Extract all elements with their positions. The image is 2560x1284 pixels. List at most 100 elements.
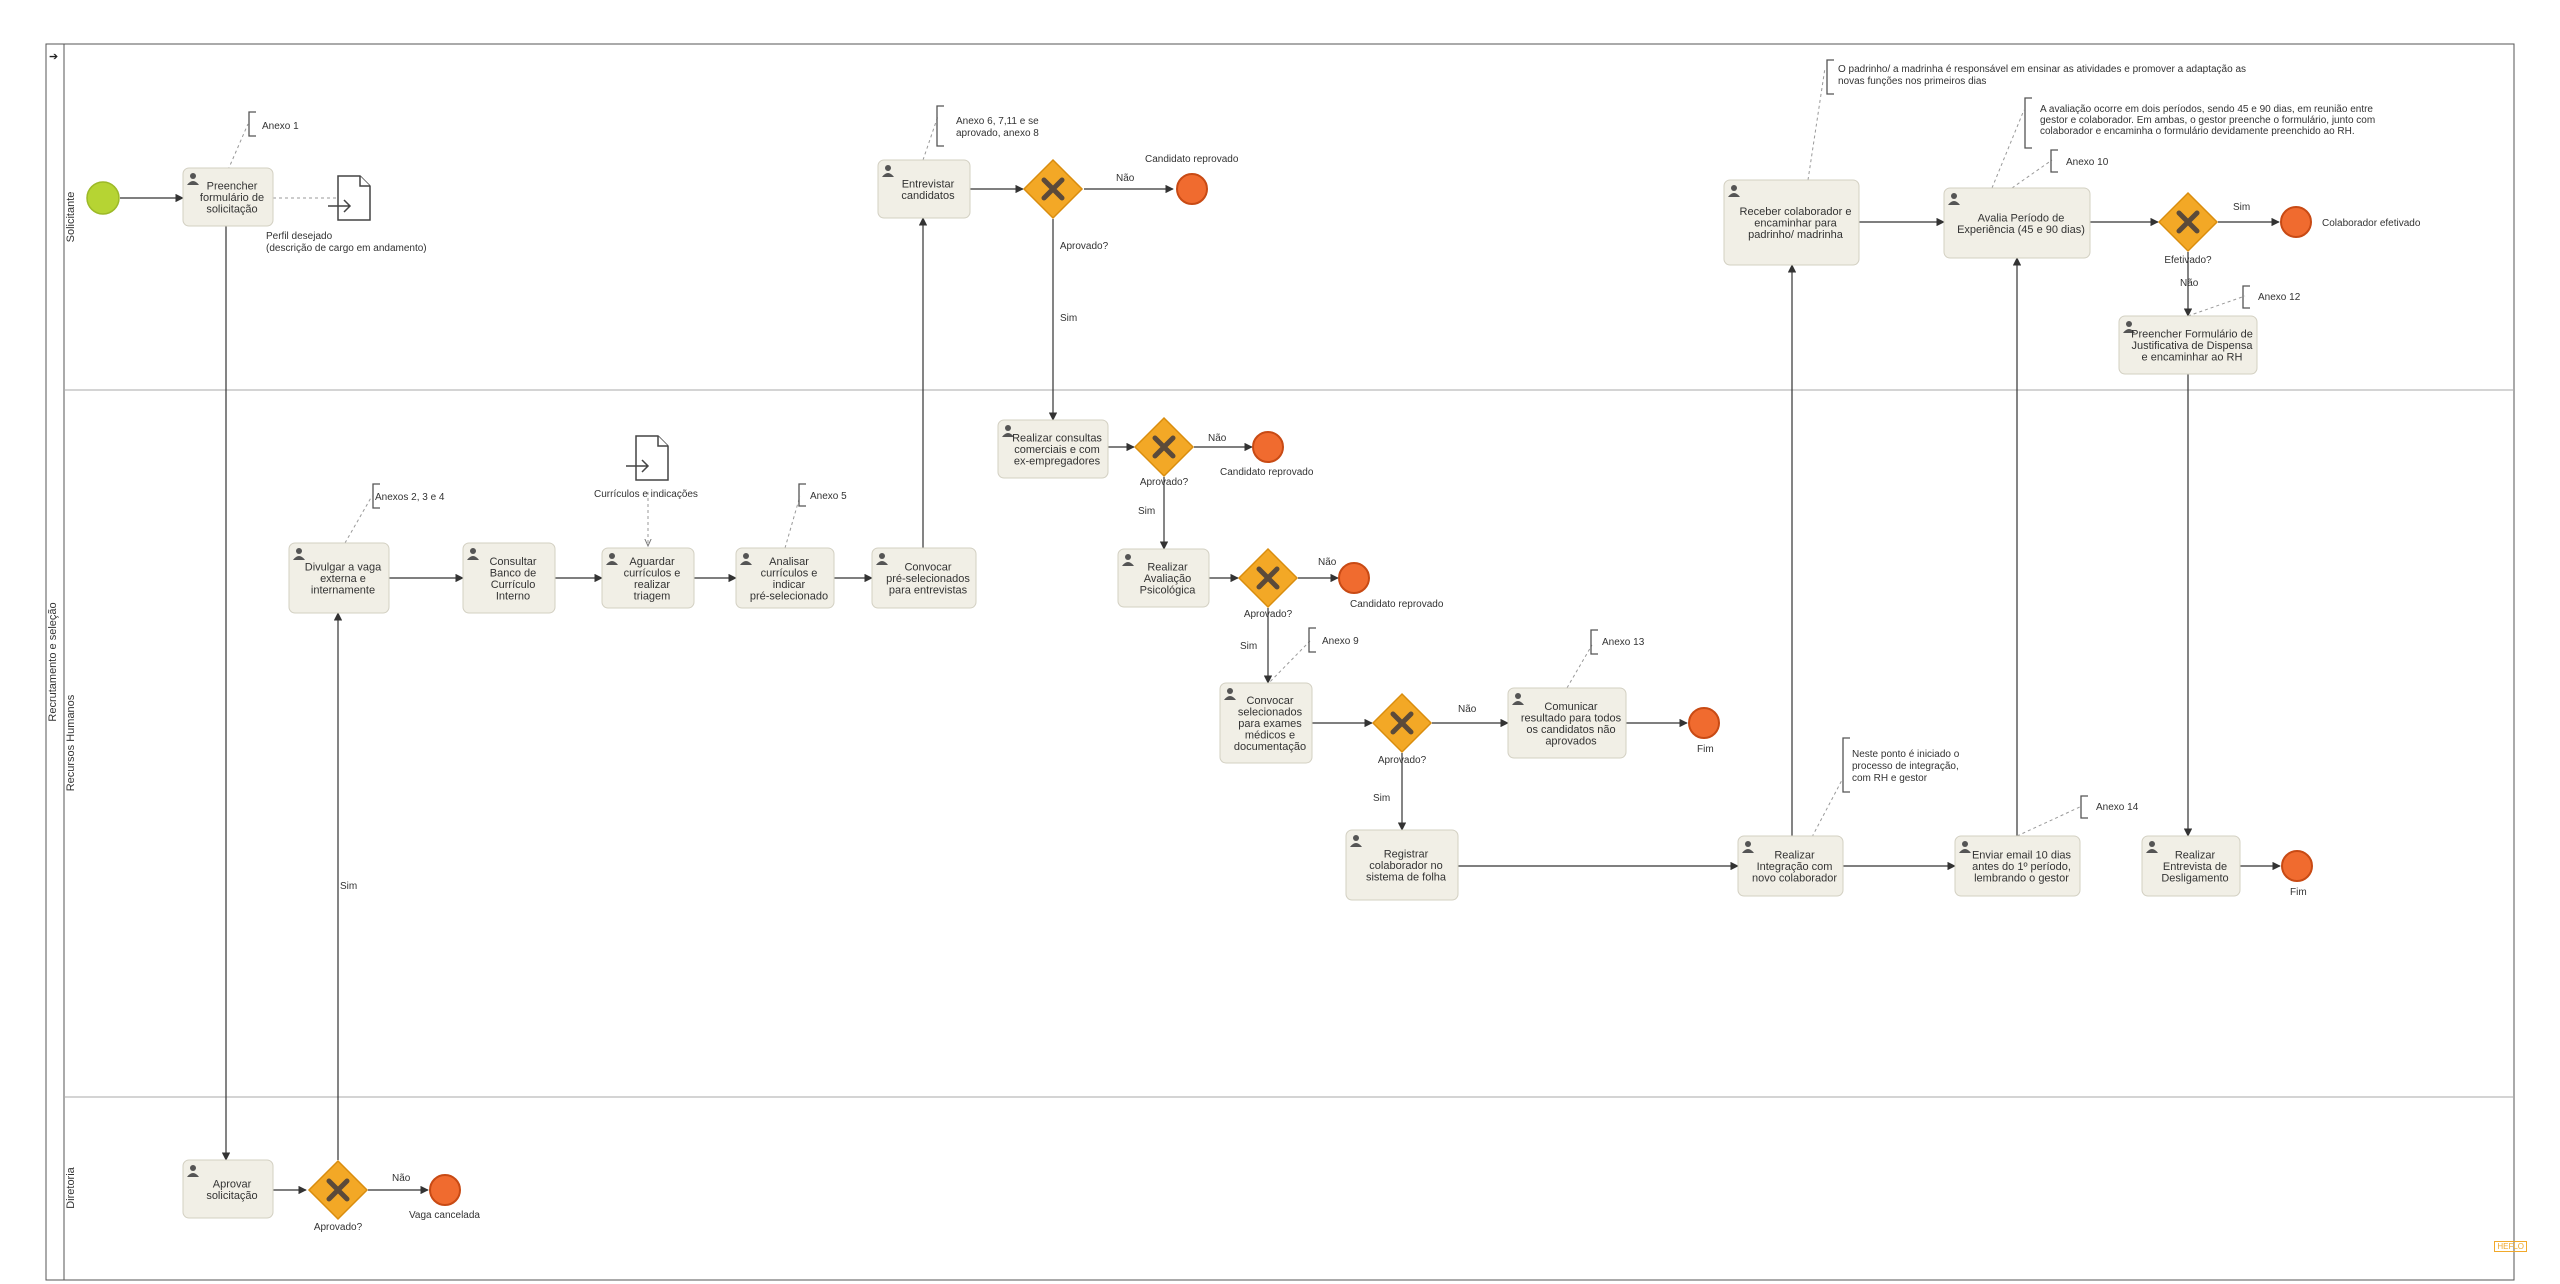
user-task-icon — [740, 553, 752, 565]
end-event-fim-desligamento[interactable] — [2281, 850, 2313, 882]
gateway-label: Aprovado? — [1378, 755, 1427, 766]
start-event[interactable] — [86, 181, 120, 215]
annotation-anexo-10: Anexo 10 — [2066, 157, 2109, 168]
annotation-avaliacao: A avaliação ocorre em dois períodos, sen… — [2040, 104, 2378, 137]
user-task-icon — [467, 548, 479, 560]
data-input-arrow-icon — [328, 199, 352, 213]
user-task-icon — [1742, 841, 1754, 853]
gateway-label: Aprovado? — [1060, 241, 1109, 252]
annotation-anexo-5: Anexo 5 — [810, 491, 847, 502]
annotation-anexos-2-3-4: Anexos 2, 3 e 4 — [375, 492, 445, 503]
data-object-curriculos[interactable]: Currículos e indicações — [594, 435, 698, 500]
flow-label-nao: Não — [1318, 557, 1337, 568]
data-object-perfil[interactable]: Perfil desejado (descrição de cargo em a… — [266, 175, 427, 254]
exclusive-x-icon — [1041, 177, 1065, 201]
gateway-label: Aprovado? — [314, 1222, 363, 1233]
gw-consultas[interactable]: Aprovado? — [1133, 416, 1195, 488]
gw-efetivado[interactable]: Efetivado? — [2157, 191, 2219, 266]
sequence-flows — [120, 184, 2281, 1195]
associations — [227, 67, 2246, 838]
flow-label-sim: Sim — [340, 881, 357, 892]
user-task-icon — [1002, 425, 1014, 437]
end-label-reprovado-2: Candidato reprovado — [1220, 467, 1314, 478]
lane-title-diretoria: Diretoria — [65, 1166, 77, 1208]
data-input-arrow-icon — [626, 459, 650, 473]
user-task-icon — [1224, 688, 1236, 700]
flow-label-sim: Sim — [1240, 641, 1257, 652]
exclusive-x-icon — [326, 1178, 350, 1202]
end-event-efetivado[interactable] — [2280, 206, 2312, 238]
user-task-icon — [876, 553, 888, 565]
end-events: Vaga cancelada Candidato reprovado Candi… — [409, 154, 2421, 1221]
data-object-curriculos-label: Currículos e indicações — [594, 489, 698, 500]
user-task-icon — [187, 1165, 199, 1177]
user-task-icon — [1948, 193, 1960, 205]
end-label-fim-comunicar: Fim — [1697, 744, 1714, 755]
data-object-perfil-label: Perfil desejado (descrição de cargo em a… — [266, 231, 427, 254]
exclusive-x-icon — [1256, 566, 1280, 590]
gateway-label: Efetivado? — [2164, 255, 2212, 266]
user-task-icon — [2123, 321, 2135, 333]
pool-icon: ➔ — [49, 51, 58, 63]
user-task-icon — [2146, 841, 2158, 853]
gw-entrevista[interactable]: Aprovado? — [1022, 158, 1109, 252]
end-event-reprovado-3[interactable] — [1338, 562, 1370, 594]
end-label-vaga-cancelada: Vaga cancelada — [409, 1210, 480, 1221]
gw-psico[interactable]: Aprovado? — [1237, 547, 1299, 620]
user-task-icon — [187, 173, 199, 185]
exclusive-x-icon — [1390, 711, 1414, 735]
user-task-icon — [882, 165, 894, 177]
exclusive-x-icon — [1152, 435, 1176, 459]
flow-label-nao: Não — [392, 1173, 411, 1184]
user-task-icon — [1959, 841, 1971, 853]
end-event-fim-comunicar[interactable] — [1688, 707, 1720, 739]
heflo-logo: HEFLO — [2494, 1241, 2527, 1252]
lane-title-solicitante: Solicitante — [65, 192, 77, 243]
annotation-texts: Anexo 1 Anexos 2, 3 e 4 Anexo 5 Anexo 6,… — [262, 64, 2378, 813]
annotation-anexo-13: Anexo 13 — [1602, 637, 1645, 648]
annotation-brackets — [248, 59, 2250, 819]
gw-exames[interactable]: Aprovado? — [1371, 692, 1433, 766]
user-task-icon — [1512, 693, 1524, 705]
end-event-vaga-cancelada[interactable] — [429, 1174, 461, 1206]
flow-label-sim: Sim — [1373, 793, 1390, 804]
flow-label-sim: Sim — [1060, 313, 1077, 324]
end-event-reprovado-1[interactable] — [1176, 173, 1208, 205]
end-event-reprovado-2[interactable] — [1252, 431, 1284, 463]
gw-diretoria[interactable]: Aprovado? — [307, 1159, 369, 1233]
end-label-reprovado-1: Candidato reprovado — [1145, 154, 1239, 165]
annotation-anexo-9: Anexo 9 — [1322, 636, 1359, 647]
